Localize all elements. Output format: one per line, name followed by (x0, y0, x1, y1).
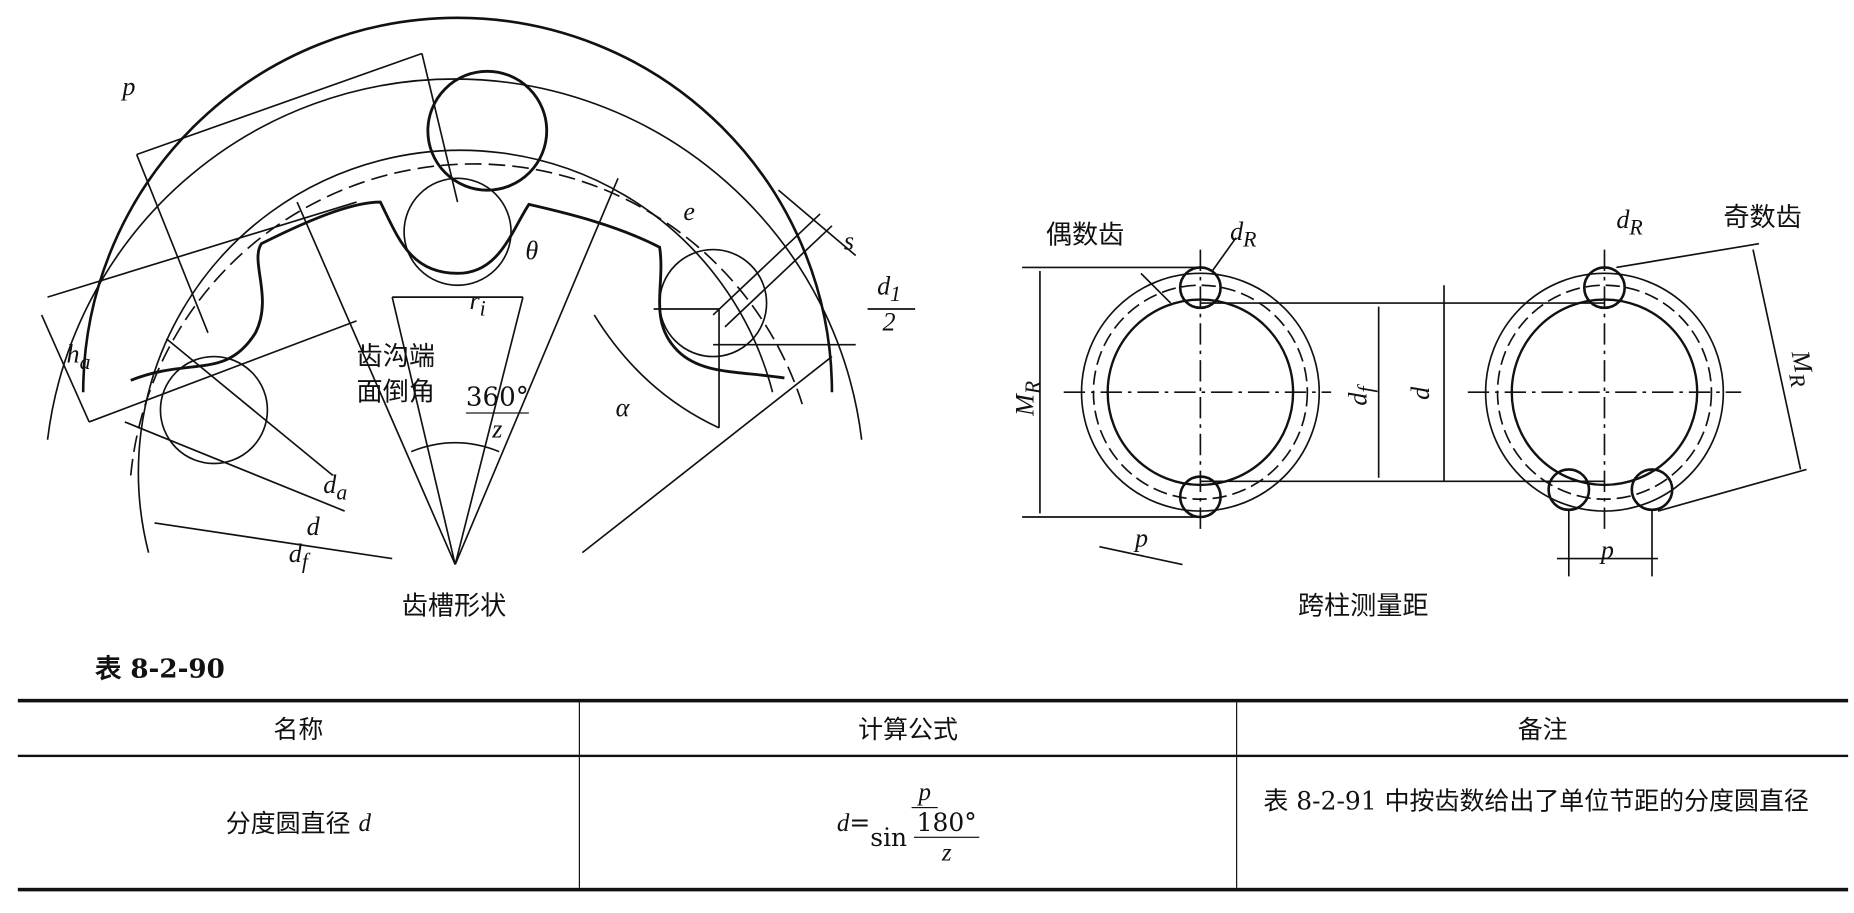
label-angle: 360°z (465, 382, 529, 444)
caption-span: 跨柱测量距 (1297, 591, 1429, 622)
label-even: 偶数齿 (1045, 221, 1125, 251)
small-circle-left (159, 355, 269, 465)
label-p-left: p (1135, 522, 1149, 553)
alpha-dimension (581, 308, 833, 554)
label-df-right: df (1342, 386, 1378, 406)
label-e: e (683, 196, 695, 226)
cell-name: 分度圆直径 d (18, 757, 580, 888)
label-dR-left: dR (1230, 216, 1257, 252)
label-s: s (843, 225, 855, 256)
cell-note: 表 8-2-91 中按齿数给出了单位节距的分度圆直径 (1263, 786, 1809, 816)
tooth-slot-drawing (40, 16, 916, 565)
roller-circle (403, 177, 512, 287)
even-centerlines (1063, 249, 1332, 535)
pin-leaders (1099, 237, 1658, 577)
odd-pin-right (1630, 468, 1674, 512)
diameter-leaders (124, 338, 393, 560)
label-df: df (288, 538, 308, 574)
small-circle (658, 248, 768, 358)
table-number: 表 8-2-90 (95, 653, 225, 685)
tip-arc (81, 16, 834, 393)
label-theta: θ (525, 235, 539, 266)
label-alpha: α (615, 392, 630, 422)
label-MR-left: MR (1009, 380, 1045, 416)
pitch-dimension (135, 52, 459, 334)
addendum-dimension (40, 201, 357, 423)
outer-arc (46, 78, 863, 440)
header-name: 名称 (18, 702, 580, 755)
angle-lines (296, 177, 619, 565)
span-measurement-drawing (1022, 237, 1807, 577)
caption-tooth-slot: 齿槽形状 (401, 591, 507, 622)
mr-dimension-left (1022, 266, 1201, 518)
header-formula: 计算公式 (580, 702, 1238, 755)
label-MR-right: MR (1784, 348, 1819, 389)
label-dR-right: dR (1616, 204, 1643, 240)
technical-drawing (40, 16, 1807, 577)
mr-dimension-right (1616, 242, 1807, 512)
odd-pin-left (1547, 468, 1591, 512)
root-arc (137, 149, 774, 553)
label-p: p (122, 71, 136, 102)
table-header-row: 名称 计算公式 备注 (17, 702, 1849, 758)
tooth-profile (130, 200, 785, 382)
s-dimension (712, 189, 857, 346)
label-p-right: p (1600, 534, 1614, 565)
label-odd: 奇数齿 (1723, 203, 1802, 233)
odd-centerlines (1467, 249, 1742, 535)
label-d: d (306, 511, 320, 541)
pitch-circle (129, 163, 804, 476)
label-d-right: d (1405, 386, 1436, 400)
measuring-roller (426, 69, 549, 192)
label-ri: ri (469, 285, 486, 321)
header-note: 备注 (1517, 715, 1568, 745)
angle-arc (410, 441, 500, 453)
df-d-dimensions (1200, 285, 1605, 483)
label-ha: ha (66, 338, 91, 374)
label-da: da (323, 469, 348, 505)
label-chamfer: 齿沟端面倒角 (356, 342, 436, 408)
